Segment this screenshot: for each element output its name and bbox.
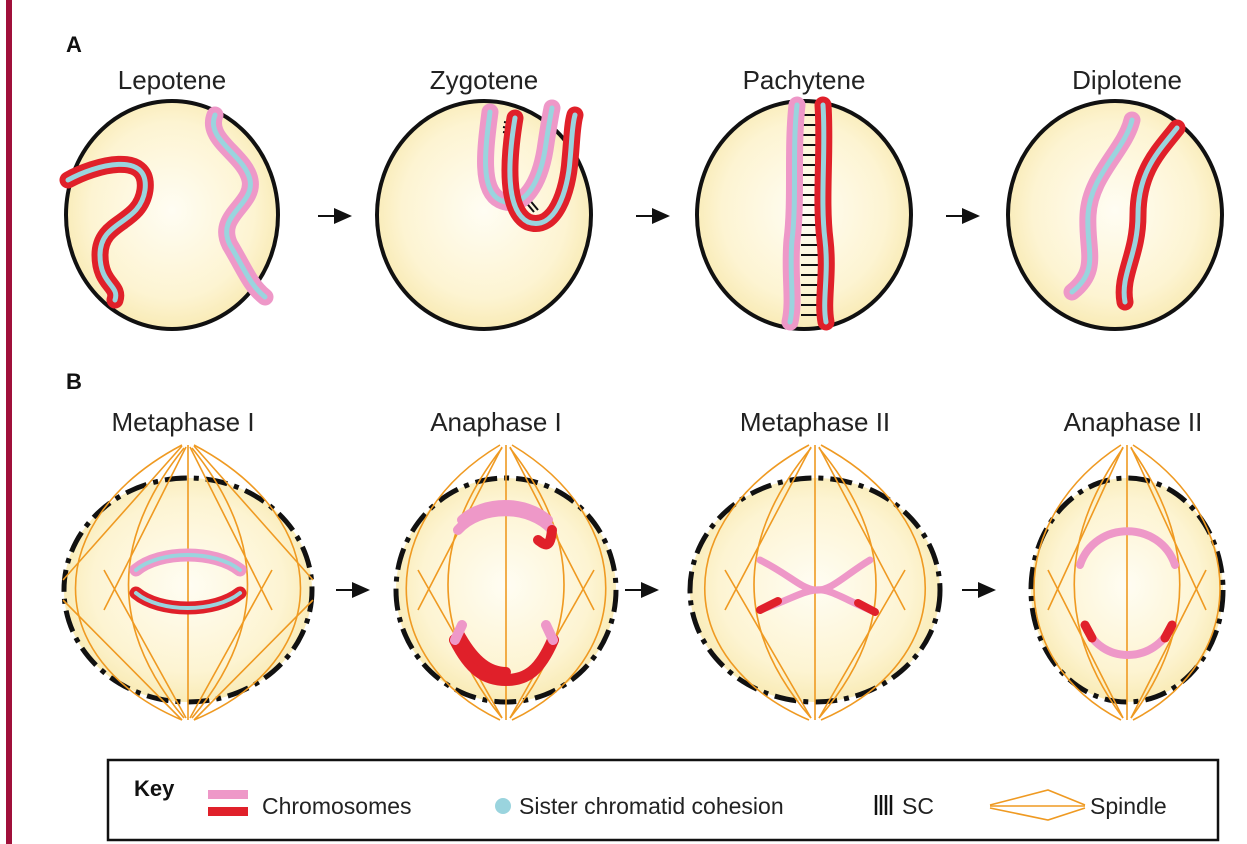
cell-metaphase-i: [63, 445, 313, 720]
cell-lepotene: [66, 101, 278, 329]
chromosome-pink: [790, 105, 797, 322]
cell-anaphase-i: [396, 445, 616, 720]
cell-pachytene: [697, 101, 911, 329]
key-label-spindle: Spindle: [1090, 793, 1167, 819]
panel-letter-a: A: [66, 32, 82, 57]
stage-label-metaphase-i: Metaphase I: [111, 407, 254, 437]
key-legend: Key Chromosomes Sister chromatid cohesio…: [108, 760, 1218, 840]
stage-label-anaphase-i: Anaphase I: [430, 407, 562, 437]
stage-label-lepotene: Lepotene: [118, 65, 226, 95]
key-title: Key: [134, 776, 175, 801]
stage-label-pachytene: Pachytene: [743, 65, 866, 95]
panel-letter-b: B: [66, 369, 82, 394]
cell-anaphase-ii: [1031, 445, 1223, 720]
chromosome-red: [823, 105, 826, 322]
stage-label-anaphase-ii: Anaphase II: [1064, 407, 1203, 437]
panel-b: B Metaphase I Anaphase I Metaphase II An…: [63, 369, 1223, 720]
key-label-cohesion: Sister chromatid cohesion: [519, 793, 784, 819]
stage-label-metaphase-ii: Metaphase II: [740, 407, 890, 437]
cell-diplotene: [1008, 101, 1222, 329]
stage-label-zygotene: Zygotene: [430, 65, 538, 95]
cell-metaphase-ii: [690, 445, 940, 720]
cohesion-dot-icon: [495, 798, 511, 814]
panel-a: A Lepotene Zygotene Pachytene Diplotene: [66, 32, 1222, 329]
accent-bar: [6, 0, 12, 844]
key-label-sc: SC: [902, 793, 934, 819]
cell-zygotene: [377, 101, 591, 329]
stage-label-diplotene: Diplotene: [1072, 65, 1182, 95]
key-label-chromosomes: Chromosomes: [262, 793, 412, 819]
